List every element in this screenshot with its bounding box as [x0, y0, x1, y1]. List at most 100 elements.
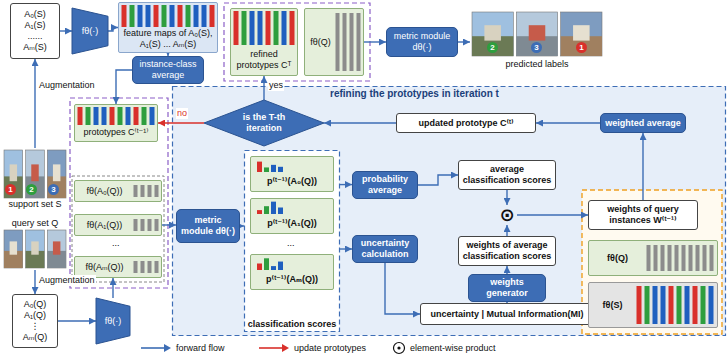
ellipsis: ... [287, 238, 295, 249]
node-text: support set S [8, 199, 61, 210]
node-text: query set Q [12, 218, 59, 229]
image-group: support set S [2, 148, 68, 212]
text-box: weights of average classification scores [458, 236, 556, 266]
feature-bar [155, 261, 159, 273]
feature-bar [234, 11, 239, 45]
node-text: Aₘ(S) [23, 42, 47, 53]
feature-box: p⁽ᵗ⁻¹⁾(A₀(Q)) [250, 156, 334, 192]
node-picture [635, 286, 715, 324]
photo-detail [31, 241, 38, 254]
feature-bar [701, 286, 706, 324]
score-bar [264, 206, 269, 214]
feature-box: fθ(A₁(Q)) [74, 214, 162, 236]
ellipsis: ... [112, 238, 120, 249]
flow-arrow [116, 70, 132, 104]
legend-text: forward flow [176, 343, 225, 354]
text-box: uncertainty | Mutual Information(MI) [420, 303, 594, 325]
node-picture [133, 218, 159, 232]
process-box: uncertainty calculation [352, 235, 418, 263]
feature-bar [162, 5, 167, 27]
node-picture [335, 12, 361, 72]
node-picture [233, 11, 295, 45]
feature-bar [134, 185, 138, 197]
feature-bar [682, 245, 686, 271]
flow-arrow [58, 320, 96, 321]
node-text: A₁(S) [24, 20, 45, 31]
node-text: predicted labels [505, 59, 568, 70]
legend-text: update prototypes [294, 343, 366, 354]
flow-arrow [108, 28, 118, 32]
feature-bar [138, 5, 143, 27]
node-text: A₁(Q) [24, 310, 46, 321]
photo [4, 150, 23, 198]
flow-arrow [364, 41, 386, 42]
edge-label: Augmentation [38, 80, 96, 91]
feature-bar [210, 5, 215, 27]
node-picture [645, 244, 715, 272]
score-bar [271, 202, 276, 214]
feature-bar [266, 11, 271, 45]
feature-bar [202, 5, 207, 27]
score-bar [257, 210, 262, 214]
photo [4, 230, 23, 268]
feature-bar [194, 5, 199, 27]
photo [561, 12, 602, 56]
node-text: A₀(S) [24, 9, 46, 20]
image-group: query set Q [2, 216, 68, 270]
node-text: p⁽ᵗ⁻¹⁾(A₀(Q)) [267, 176, 317, 187]
photo-detail [53, 241, 60, 254]
node-picture [253, 257, 331, 270]
photo-detail [484, 25, 501, 40]
feature-bar [142, 107, 147, 125]
feature-bar [155, 219, 159, 231]
legend-sample [140, 341, 172, 355]
process-box: instance-class average [132, 56, 204, 84]
region-layer [173, 87, 726, 336]
flow-arrow [34, 270, 35, 294]
feature-bar [146, 5, 151, 27]
node-text: metric module dθ(·) [390, 31, 454, 53]
node-text: A₀(Q) [24, 299, 47, 310]
node-text: Aₘ(Q) [23, 332, 48, 343]
flow-arrow [340, 184, 352, 185]
node-text: fθ(A₀(Q)) [86, 186, 122, 197]
feature-bar [148, 261, 152, 273]
flow-arrow [34, 59, 35, 148]
node-text: p⁽ᵗ⁻¹⁾(A₁(Q)) [267, 218, 317, 229]
feature-bar [134, 261, 138, 273]
node-text: prototypes C⁽ᵗ⁻¹⁾ [83, 127, 148, 138]
photo-detail [10, 164, 17, 181]
legend-sample [258, 341, 290, 355]
feature-box: fθ(Q) [588, 240, 718, 276]
node-text: refined prototypes Cᵀ [234, 49, 294, 71]
node-text: weights of query instances W⁽ᵗ⁻¹⁾ [592, 204, 694, 226]
feature-bar [150, 107, 155, 125]
encoder-trapezoid-outline [96, 298, 130, 344]
text-box: weights of query instances W⁽ᵗ⁻¹⁾ [588, 200, 698, 230]
node-text: fθ(A₁(Q)) [87, 220, 123, 231]
node-text: probability average [356, 174, 414, 196]
decision-diamond: is the T-th iteration [204, 100, 324, 146]
node-text: is the T-th iteration [232, 112, 296, 134]
feature-bar [141, 185, 145, 197]
flow-arrow [458, 41, 470, 42]
feature-bar [703, 245, 707, 271]
feature-box: p⁽ᵗ⁻¹⁾(Aₘ(Q)) [250, 254, 334, 290]
legend-arrowhead [282, 344, 289, 352]
legend-item: element-wise product [392, 341, 496, 355]
feature-box: fθ(S) [588, 282, 718, 328]
callout-number: 1 [576, 42, 587, 53]
photo [472, 12, 513, 56]
feature-box: p⁽ᵗ⁻¹⁾(A₁(Q)) [250, 198, 334, 234]
callout-number: 2 [26, 184, 37, 195]
flow-arrow [506, 190, 507, 205]
feature-bar [357, 13, 361, 71]
score-bar [271, 266, 276, 270]
text-box: average classification scores [458, 160, 556, 190]
node-picture [121, 5, 215, 27]
dashed-region [70, 98, 168, 288]
node-text: updated prototype C⁽ᵗ⁾ [418, 118, 513, 129]
scores-panel-outline [245, 151, 340, 332]
